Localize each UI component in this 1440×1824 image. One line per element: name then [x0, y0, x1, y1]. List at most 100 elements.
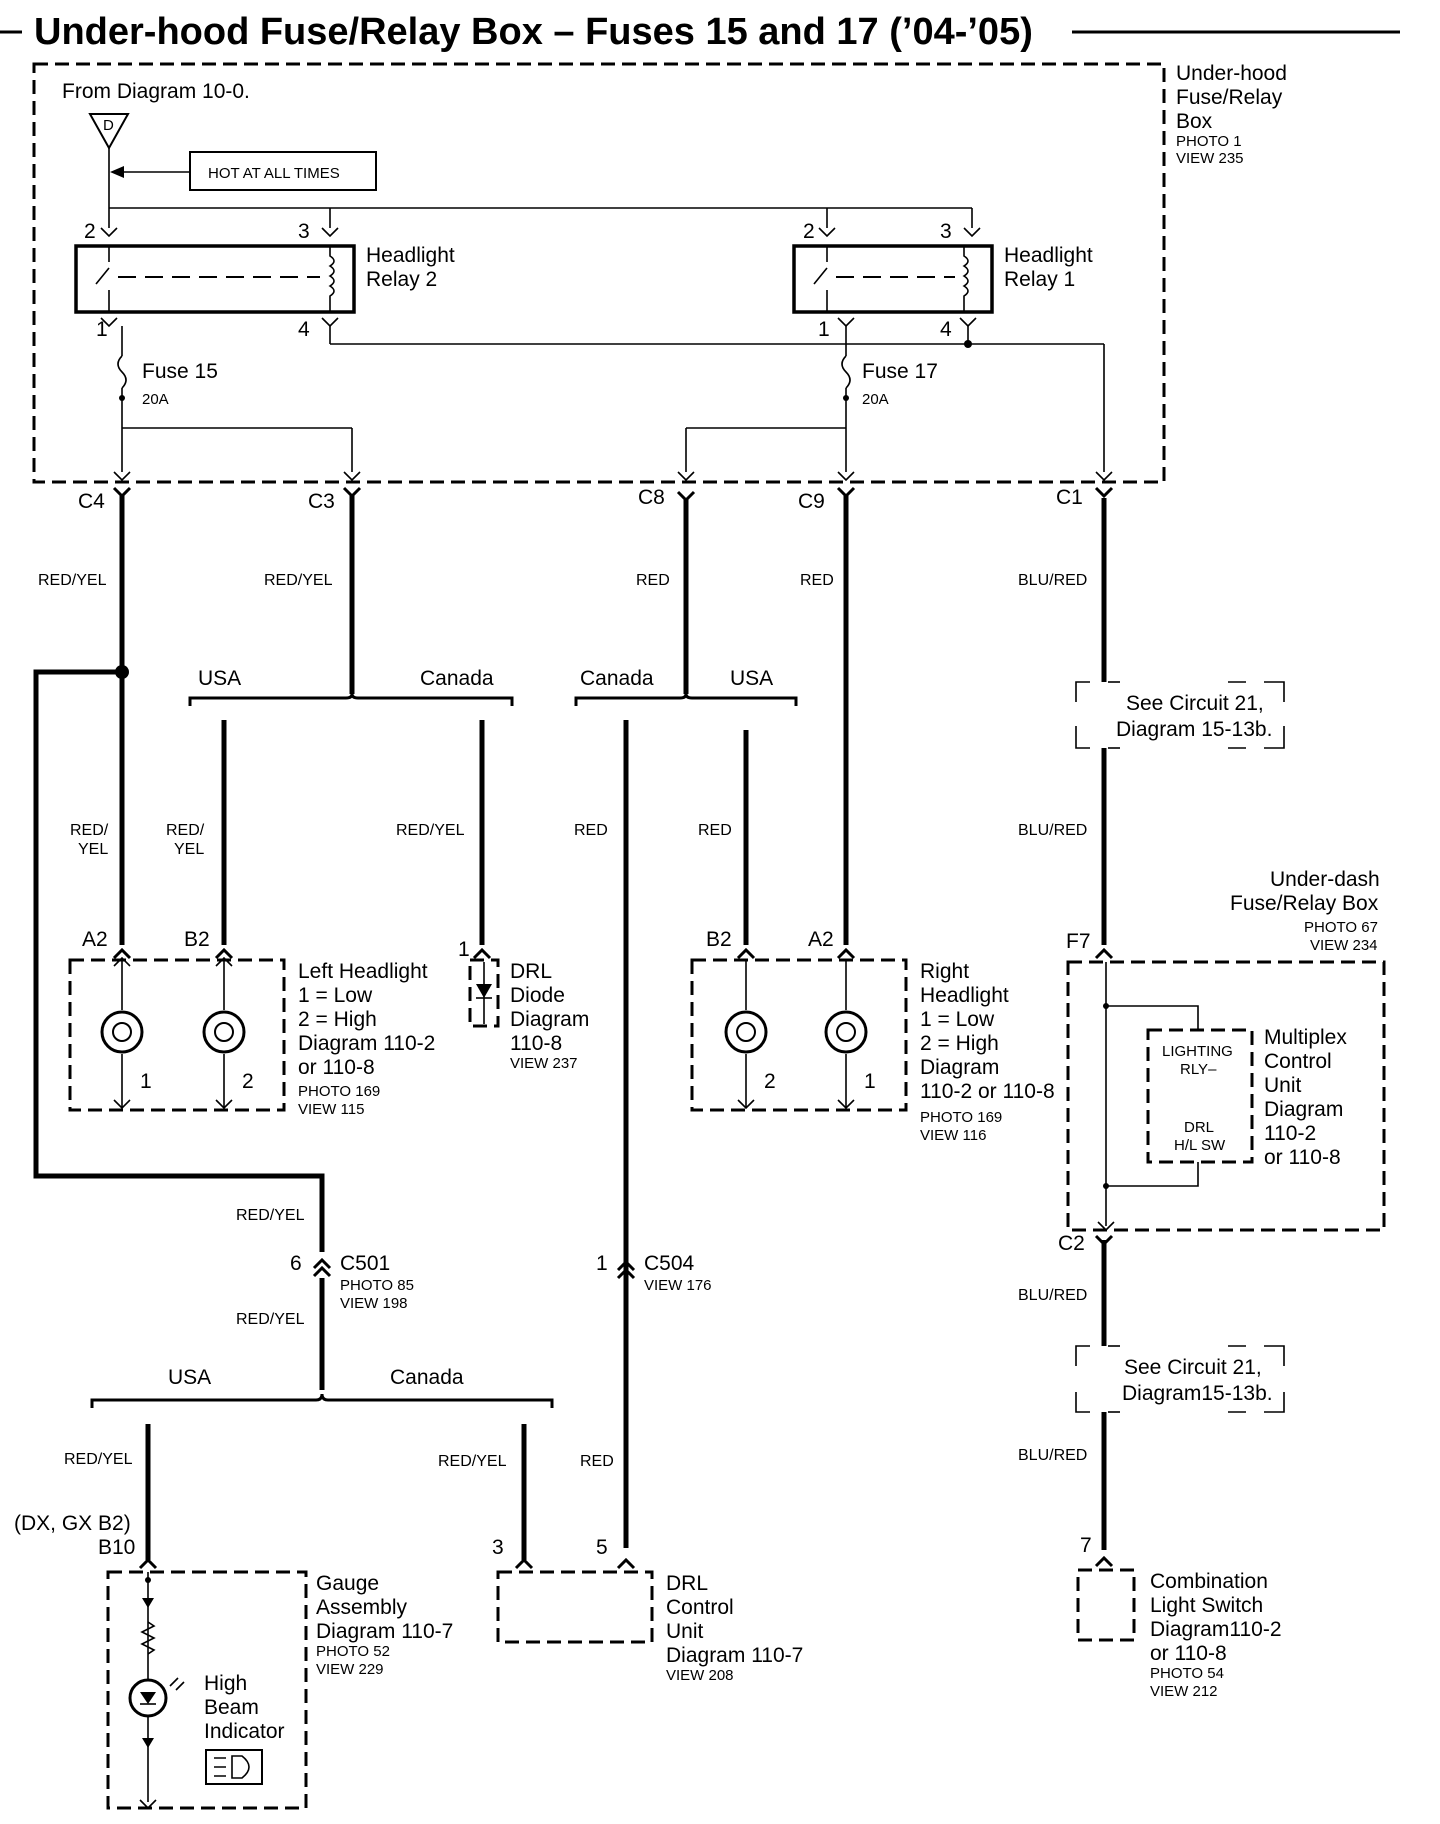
- right-headlight-photo: PHOTO 169: [920, 1109, 1002, 1126]
- region-usa-lower: USA: [168, 1366, 211, 1389]
- gauge-b10: B10: [98, 1536, 135, 1559]
- terminal-d-icon: [88, 113, 130, 151]
- right-headlight-b2: B2: [706, 928, 732, 951]
- headlight-relay-1: 2 3 Headlight Relay 1 1 4: [792, 220, 1093, 341]
- connector-c8: C8: [638, 486, 665, 509]
- mcu-label-line5: 110-2: [1264, 1122, 1316, 1145]
- connector-f7: F7: [1066, 930, 1091, 953]
- low-beam-bulb-icon: [100, 1010, 144, 1054]
- underdash-box-label-line1: Under-dash: [1270, 868, 1380, 891]
- right-headlight-label-line2: Headlight: [920, 984, 1009, 1007]
- c504-pin: 1: [596, 1252, 608, 1275]
- combo-switch-photo: PHOTO 54: [1150, 1665, 1224, 1682]
- left-headlight: A2 B2 1 2 Left Headlight 1 = Low 2 = Hig…: [68, 928, 435, 1118]
- relay2-label-line1: Headlight: [366, 244, 455, 267]
- from-diagram-label: From Diagram 10-0.: [62, 80, 250, 103]
- drl-unit-view: VIEW 208: [666, 1667, 734, 1684]
- drl-diode-pin: 1: [458, 938, 470, 961]
- drl-diode-label-line3: Diagram: [510, 1008, 589, 1031]
- relay2-pin2: 2: [84, 220, 96, 243]
- relay1-label-line2: Relay 1: [1004, 268, 1075, 291]
- left-headlight-a2: A2: [82, 928, 108, 951]
- drl-unit-label-line4: Diagram 110-7: [666, 1644, 803, 1667]
- terminal-d-label: D: [103, 117, 114, 134]
- mcu-rly-label: RLY–: [1180, 1061, 1217, 1078]
- high-beam-bulb-icon: [202, 1010, 246, 1054]
- fuse17-icon: [841, 355, 851, 389]
- wire-c3-color: RED/YEL: [264, 572, 333, 589]
- high-beam-indicator-line1: High: [204, 1672, 247, 1695]
- left-headlight-view: VIEW 115: [298, 1101, 364, 1118]
- gauge-label-line3: Diagram 110-7: [316, 1620, 453, 1643]
- wire-c2-color: BLU/RED: [1018, 1287, 1087, 1304]
- wire-usa-right-color: RED: [698, 822, 732, 839]
- right-headlight-pin1: 1: [864, 1070, 876, 1093]
- underdash-fuse-relay-box: Under-dash Fuse/Relay Box PHOTO 67 VIEW …: [1058, 868, 1386, 1255]
- drl-unit-pin3: 3: [492, 1536, 504, 1559]
- mcu-label-line1: Multiplex: [1264, 1026, 1347, 1049]
- relay2-pin4: 4: [298, 318, 310, 341]
- right-headlight-label-line6: 110-2 or 110-8: [920, 1080, 1055, 1103]
- c504-view: VIEW 176: [644, 1277, 712, 1294]
- hot-at-all-times-label: HOT AT ALL TIMES: [208, 165, 340, 182]
- high-beam-bulb-icon: [724, 1010, 768, 1054]
- drl-unit-label-line1: DRL: [666, 1572, 708, 1595]
- c501-photo: PHOTO 85: [340, 1277, 414, 1294]
- combination-light-switch: 7 Combination Light Switch Diagram110-2 …: [1076, 1534, 1282, 1700]
- combo-switch-pin: 7: [1080, 1534, 1092, 1557]
- mcu-label-line6: or 110-8: [1264, 1146, 1341, 1169]
- drl-control-unit: 3 5 DRL Control Unit Diagram 110-7 VIEW …: [492, 1536, 803, 1684]
- box-photo: PHOTO 1: [1176, 133, 1242, 150]
- gauge-view: VIEW 229: [316, 1661, 384, 1678]
- left-headlight-label-line5: or 110-8: [298, 1056, 375, 1079]
- drl-diode: 1 DRL Diode Diagram 110-8 VIEW 237: [458, 938, 589, 1072]
- wire-canada-left-color: RED/YEL: [396, 822, 465, 839]
- c501-pin: 6: [290, 1252, 302, 1275]
- right-headlight-pin2: 2: [764, 1070, 776, 1093]
- left-headlight-label-line3: 2 = High: [298, 1008, 377, 1031]
- gauge-photo: PHOTO 52: [316, 1643, 390, 1660]
- relay1-pin3: 3: [940, 220, 952, 243]
- wire-c4-color-a: RED/: [70, 822, 109, 839]
- see-circuit-1-line2: Diagram 15-13b.: [1116, 718, 1272, 741]
- see-circuit-2-line1: See Circuit 21,: [1124, 1356, 1262, 1379]
- see-circuit-2-line2: Diagram15-13b.: [1122, 1382, 1273, 1405]
- region-canada-right: Canada: [580, 667, 654, 690]
- wire-drl-pin5-color: RED: [580, 1453, 614, 1470]
- right-headlight-label-line4: 2 = High: [920, 1032, 999, 1055]
- drl-unit-pin5: 5: [596, 1536, 608, 1559]
- right-headlight-label-line5: Diagram: [920, 1056, 999, 1079]
- connector-c2: C2: [1058, 1232, 1085, 1255]
- relay2-pin1: 1: [96, 318, 108, 341]
- drl-diode-label-line2: Diode: [510, 984, 565, 1007]
- c504-label: C504: [644, 1252, 695, 1275]
- wire-c8-color: RED: [636, 572, 670, 589]
- connector-c3: C3: [308, 490, 335, 513]
- right-headlight: B2 A2 2 1 Right Headlight 1 = Low 2 = Hi…: [690, 928, 1055, 1144]
- c501-label: C501: [340, 1252, 390, 1275]
- wire-c4-color-b: YEL: [78, 841, 108, 858]
- left-headlight-b2: B2: [184, 928, 210, 951]
- underdash-box-photo: PHOTO 67: [1304, 919, 1378, 936]
- mcu-drl-label: DRL: [1184, 1119, 1214, 1136]
- connector-c1: C1: [1056, 486, 1083, 509]
- right-headlight-label-line3: 1 = Low: [920, 1008, 995, 1031]
- hot-at-all-times-box: [189, 151, 377, 191]
- drl-unit-label-line2: Control: [666, 1596, 734, 1619]
- relay2-pin3: 3: [298, 220, 310, 243]
- connector-c504: 1 C504 VIEW 176 RED: [580, 1252, 712, 1470]
- region-canada-left: Canada: [420, 667, 494, 690]
- headlight-relay-2: 2 3 Headlight Relay 2 1 4: [74, 220, 455, 341]
- relay1-label-line1: Headlight: [1004, 244, 1093, 267]
- underdash-box-label-line2: Fuse/Relay Box: [1230, 892, 1379, 915]
- right-headlight-label-line1: Right: [920, 960, 969, 983]
- diode-icon: [476, 984, 492, 998]
- fuse15-label: Fuse 15: [142, 360, 218, 383]
- region-usa-right: USA: [730, 667, 773, 690]
- drl-diode-label-line1: DRL: [510, 960, 552, 983]
- mcu-label-line3: Unit: [1264, 1074, 1302, 1097]
- relay1-pin1: 1: [818, 318, 830, 341]
- gauge-variant-label: (DX, GX B2): [14, 1512, 131, 1535]
- wire-drl-pin3-color: RED/YEL: [438, 1453, 507, 1470]
- drl-diode-view: VIEW 237: [510, 1055, 578, 1072]
